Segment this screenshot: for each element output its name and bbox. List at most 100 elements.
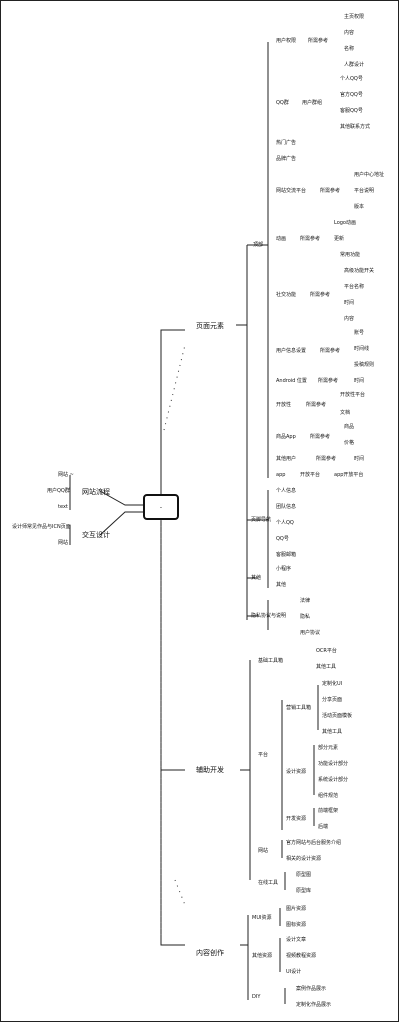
m1-node[interactable]: 网站交流平台 — [276, 188, 307, 194]
m1-node[interactable]: 用户权限 — [276, 38, 297, 44]
m1-node-mid: 开放平台 — [300, 472, 321, 478]
m1-node-mid: 所需参考 — [320, 188, 341, 194]
m2-leaf: 后端 — [318, 824, 329, 830]
m1-leaf: 平台说明 — [354, 188, 375, 194]
m3-node[interactable]: MUI资源 — [252, 915, 272, 921]
m3-leaf: 定制化作品展示 — [296, 1002, 332, 1008]
m1-footer-item[interactable]: 个人QQ — [276, 520, 294, 526]
m1-footer-item[interactable]: 客服邮箱 — [276, 552, 297, 558]
m1-footer-item[interactable]: 个人信息 — [276, 488, 297, 494]
m1-node[interactable]: 社交功能 — [276, 292, 297, 298]
m1-misc-item[interactable]: 小程序 — [276, 566, 292, 572]
m3-node[interactable]: DIY — [252, 994, 261, 1000]
m1-leaf: 其他联系方式 — [340, 124, 371, 130]
left-item[interactable]: 用户QQ群 — [47, 488, 70, 494]
m1-node[interactable]: 开放性 — [276, 402, 292, 408]
m1-leaf: 主页权限 — [344, 14, 365, 20]
m1-leaf: 时间线 — [354, 346, 370, 352]
m1-link-item[interactable]: 法律 — [300, 598, 311, 604]
m1-sub-bottom[interactable]: 页脚导航 — [251, 517, 272, 523]
m1-node[interactable]: app — [276, 472, 286, 478]
m1-leaf: 文档 — [340, 410, 351, 416]
m1-leaf: 时间 — [354, 456, 365, 462]
m3-leaf: 案例作品展示 — [296, 986, 327, 992]
m1-leaf: 更新 — [334, 236, 345, 242]
m1-leaf: 内容 — [344, 30, 355, 36]
m2-node[interactable]: 平台 — [258, 752, 269, 758]
m2-leaf: 活动页面模板 — [322, 713, 353, 719]
m3-node[interactable]: 其他资源 — [252, 953, 273, 959]
m1-link-item[interactable]: 用户协议 — [300, 630, 321, 636]
m1-sub-links[interactable]: 隐私协议与说明 — [251, 613, 287, 619]
m2-leaf: 前端框架 — [318, 808, 339, 814]
m2-leaf: 功能设计部分 — [318, 761, 349, 767]
m2-leaf: 系统设计部分 — [318, 777, 349, 783]
m1-leaf: 官方QQ号 — [340, 92, 363, 98]
m1-leaf: 价格 — [344, 440, 355, 446]
m1-leaf: 投稿规则 — [354, 362, 375, 368]
m1-leaf: 名称 — [344, 46, 355, 52]
m1-node-mid: 所需参考 — [300, 236, 321, 242]
m1-link-item[interactable]: 隐私 — [300, 614, 311, 620]
connector-left-top — [99, 490, 143, 506]
m2-node[interactable]: 基础工具箱 — [258, 658, 284, 664]
m3-leaf: UI设计 — [286, 969, 302, 975]
main-branch-elements[interactable]: 页面元素 — [196, 322, 224, 330]
left-item[interactable]: text — [58, 504, 68, 510]
left-item[interactable]: 设计师常见作品与ICN页面 — [12, 524, 71, 530]
m1-leaf: 商品 — [344, 424, 355, 430]
m1-footer-item[interactable]: QQ号 — [276, 536, 289, 542]
left-item[interactable]: 网站 ~ — [58, 472, 74, 478]
m2-group[interactable]: 设计资源 — [286, 769, 307, 775]
m1-node[interactable]: 其他用户 — [276, 456, 297, 462]
m1-node[interactable]: Android 位置 — [276, 378, 307, 384]
m1-node-mid: 所需参考 — [310, 434, 331, 440]
left-branch-bottom[interactable]: 交互设计 — [82, 531, 110, 539]
m1-leaf: 内容 — [344, 316, 355, 322]
connector-main3 — [160, 520, 185, 946]
m1-footer-item[interactable]: 团队信息 — [276, 504, 297, 510]
m2-leaf: 部分元素 — [318, 745, 339, 751]
m1-node[interactable]: 动画 — [276, 236, 287, 242]
m2-group[interactable]: 开发资源 — [286, 816, 307, 822]
m2-leaf: 相关的设计资源 — [286, 856, 322, 862]
m1-node-mid: 所需参考 — [316, 456, 337, 462]
m3-leaf: 图片资源 — [286, 906, 307, 912]
m1-leaf: 高级功能开关 — [344, 268, 375, 274]
left-branch-top[interactable]: 网站流程 — [82, 488, 110, 496]
left-item[interactable]: 网站 — [58, 540, 69, 546]
connector-main2 — [160, 520, 185, 771]
m1-misc-item[interactable]: 其他 — [276, 582, 287, 588]
m1-node-mid: 所需参考 — [310, 292, 331, 298]
m1-node-mid: 所需参考 — [306, 402, 327, 408]
main-branch-content[interactable]: 内容创作 — [196, 949, 224, 957]
m2-leaf: 原型库 — [296, 888, 312, 894]
m1-sub-misc[interactable]: 其他 — [251, 575, 262, 581]
m1-node[interactable]: 商品App — [276, 434, 296, 440]
m1-sub-topnav[interactable]: 顶部 — [253, 242, 264, 248]
m1-leaf: 开放性平台 — [340, 392, 366, 398]
m2-leaf: 其他工具 — [322, 729, 343, 735]
m1-node[interactable]: QQ群 — [276, 100, 289, 106]
m1-node[interactable]: 热门广告 — [276, 140, 297, 146]
m1-node[interactable]: 品牌广告 — [276, 156, 297, 162]
m1-node-mid: 所需参考 — [308, 38, 329, 44]
m3-leaf: 设计文章 — [286, 937, 307, 943]
m3-leaf: 图标资源 — [286, 922, 307, 928]
m2-group[interactable]: 营销工具箱 — [286, 705, 312, 711]
center-node-label: - — [159, 504, 163, 511]
connector-main1 — [160, 329, 185, 494]
center-node[interactable]: - — [143, 494, 179, 520]
connector-left-bottom — [99, 511, 143, 536]
m2-leaf: OCR平台 — [316, 648, 337, 654]
m2-node[interactable]: 网站 — [258, 848, 269, 854]
m1-leaf: 平台名称 — [344, 284, 365, 290]
m2-node[interactable]: 在线工具 — [258, 880, 279, 886]
m1-leaf: app开放平台 — [334, 472, 364, 478]
m2-leaf: 原型图 — [296, 872, 312, 878]
m1-node[interactable]: 用户信息设置 — [276, 348, 307, 354]
m1-leaf: 时间 — [344, 300, 355, 306]
main-branch-dev[interactable]: 辅助开发 — [196, 766, 224, 774]
